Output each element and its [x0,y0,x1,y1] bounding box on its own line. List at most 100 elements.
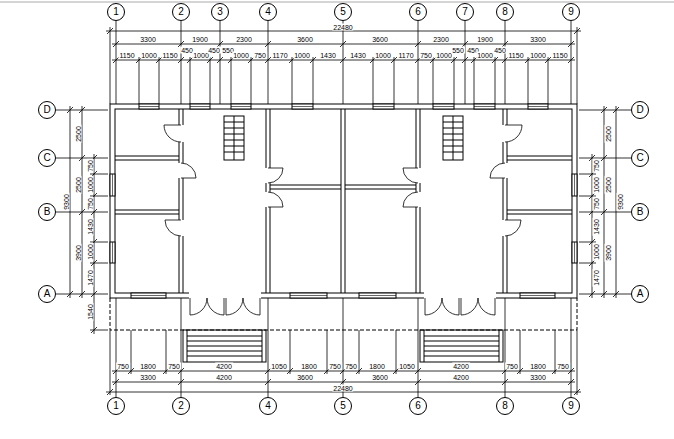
dimension-text: 1000 [435,52,453,59]
dimension-text: 750 [87,197,94,211]
dimension-text: 22480 [332,385,353,392]
dimension-text: 1470 [87,269,94,287]
axis-bubble: C [38,149,56,167]
dimension-text: 750 [87,159,94,173]
dimension-text: 4200 [215,374,233,381]
axis-label: 6 [415,7,421,17]
dimension-text: 450 [207,47,221,54]
dimension-text: 1800 [529,363,547,370]
axis-label: B [637,207,644,217]
axis-bubble: D [38,101,56,119]
dimension-text: 1430 [593,218,600,236]
dimension-text: 2500 [75,125,82,143]
dimension-text: 1000 [87,176,94,194]
axis-bubble: 4 [259,3,277,21]
dimension-text: 750 [556,363,570,370]
dimension-text: 1150 [507,52,524,59]
axis-bubble: 3 [211,3,229,21]
dimension-text: 4200 [452,374,470,381]
dimension-text: 750 [253,52,267,59]
dimension-text: 1000 [529,52,547,59]
dimension-text: 1800 [139,363,157,370]
dimension-text: 3600 [296,36,314,43]
axis-bubble: 9 [562,3,580,21]
axis-label: B [44,207,51,217]
dimension-text: 1430 [87,218,94,236]
axis-label: 3 [217,7,223,17]
axis-bubble: 1 [107,3,125,21]
axis-bubble: C [631,149,649,167]
dimension-text: 750 [328,363,342,370]
dimension-text: 2500 [605,176,612,194]
dimension-text: 750 [344,363,358,370]
axis-label: 2 [178,401,184,411]
axis-label: 4 [265,401,271,411]
dimension-text: 750 [593,159,600,173]
dimension-text: 750 [116,363,130,370]
axis-label: D [636,105,643,115]
dimension-text: 750 [593,197,600,211]
axis-label: 1 [113,7,119,17]
axis-label: 8 [502,401,508,411]
dimension-text: 3300 [139,36,157,43]
dimension-text: 3600 [371,374,389,381]
axis-bubble: 6 [409,3,427,21]
axis-bubble: 7 [456,3,474,21]
dimension-text: 3600 [371,36,389,43]
dimension-text: 1150 [551,52,568,59]
axis-bubble: 2 [172,397,190,415]
dimension-text: 1000 [593,243,600,261]
dimension-text: 450 [493,47,507,54]
dimension-text: 1000 [293,52,311,59]
axis-label: A [637,289,644,299]
dimension-text: 1000 [593,176,600,194]
dimension-text: 2300 [432,36,450,43]
dimension-text: 1050 [270,363,288,370]
dimension-text: 4200 [452,363,470,370]
dimension-text: 1000 [87,243,94,261]
dimension-text: 4200 [215,363,233,370]
dimension-text: 1000 [476,52,494,59]
dimension-text: 1900 [191,36,209,43]
dimension-text: 1050 [398,363,416,370]
axis-label: 9 [568,401,574,411]
axis-bubble: A [631,285,649,303]
dimension-text: 3900 [75,244,82,262]
dimension-text: 1150 [118,52,135,59]
axis-bubble: 6 [409,397,427,415]
dimension-text: 3600 [296,374,314,381]
dimension-text: 1800 [300,363,318,370]
dimension-text: 1000 [374,52,392,59]
axis-bubble: 5 [334,397,352,415]
dimension-text: 1800 [368,363,386,370]
axis-label: 9 [568,7,574,17]
axis-label: 8 [502,7,508,17]
axis-bubble: 4 [259,397,277,415]
dimension-text: 2500 [75,176,82,194]
dimension-text: 1000 [232,52,250,59]
dimension-text: 22480 [332,24,353,31]
dimension-text: 3300 [529,36,547,43]
axis-bubble: 8 [496,3,514,21]
axis-bubble: B [38,203,56,221]
dimension-text: 1430 [349,52,367,59]
axis-label: 6 [415,401,421,411]
axis-label: 7 [462,7,468,17]
dimension-text: 750 [167,363,181,370]
dimension-text: 2500 [605,125,612,143]
axis-label: 5 [340,401,346,411]
axis-label: D [43,105,50,115]
axis-bubble: 9 [562,397,580,415]
dimension-text: 1470 [593,269,600,287]
dimension-text: 1000 [140,52,158,59]
dimension-text: 1170 [397,52,414,59]
axis-label: 5 [340,7,346,17]
dimension-text: 2300 [235,36,253,43]
dimension-text: 750 [419,52,433,59]
axis-label: 4 [265,7,271,17]
dimension-text: 1900 [476,36,494,43]
dimension-text: 3900 [605,244,612,262]
axis-bubble: 2 [172,3,190,21]
axis-label: C [43,153,50,163]
